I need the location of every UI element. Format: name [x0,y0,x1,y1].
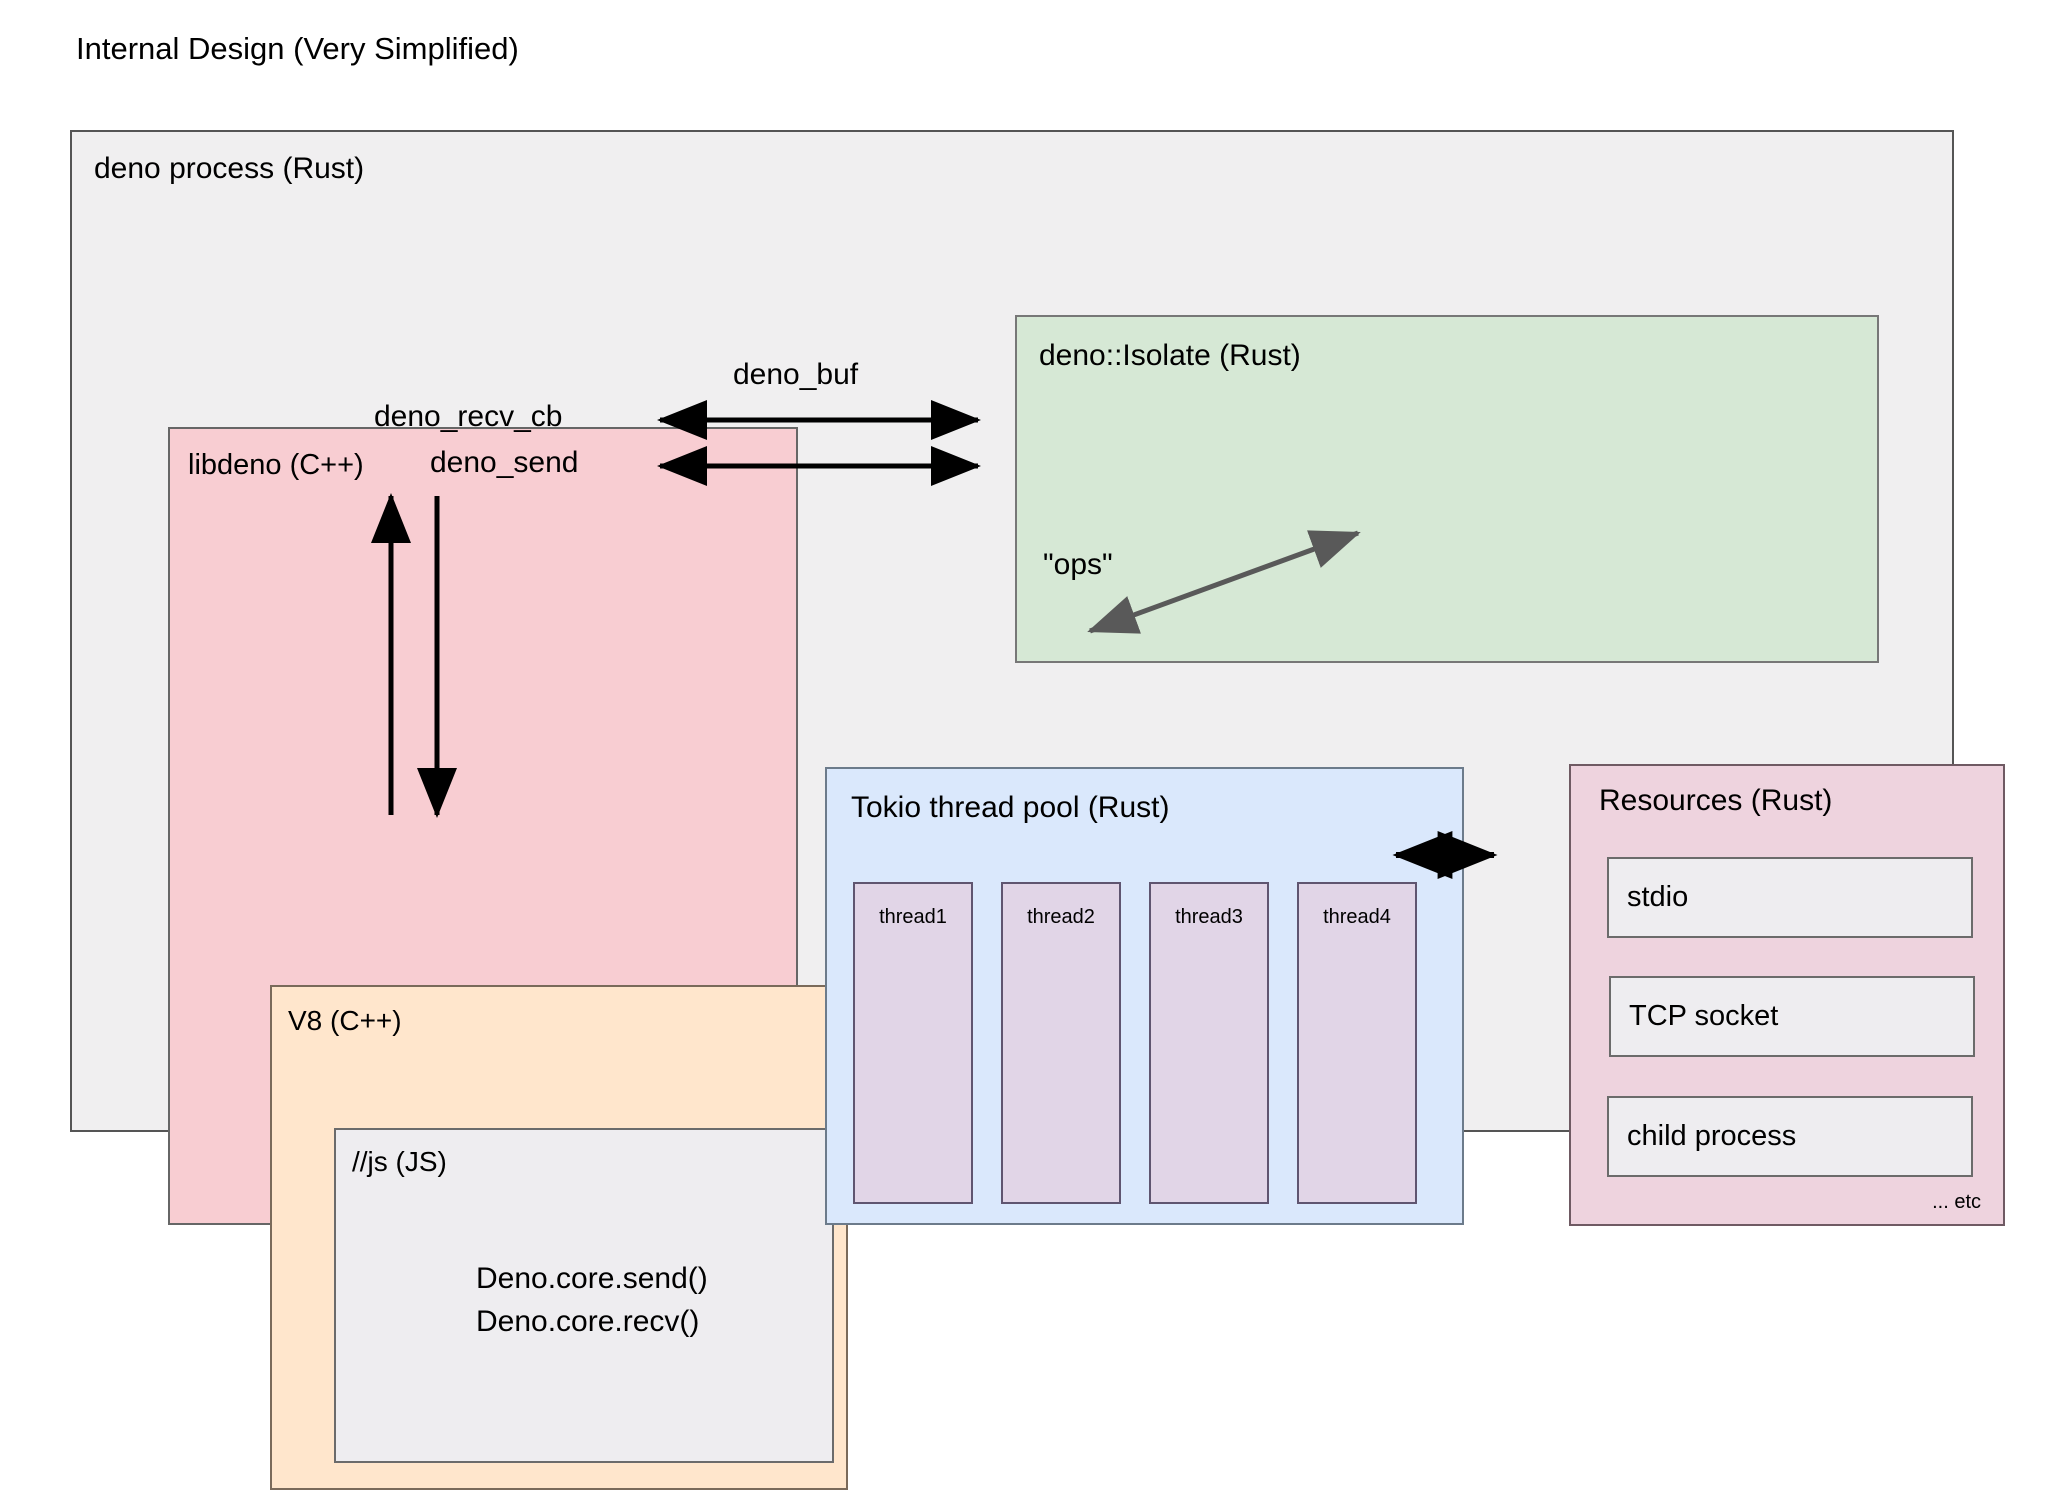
thread-label: thread3 [1175,906,1243,928]
resource-item: stdio [1607,857,1973,938]
thread-box: thread1 [853,882,973,1204]
resources-label: Resources (Rust) [1599,784,1833,817]
thread-box: thread2 [1001,882,1121,1204]
edge-label-deno-recv-cb: deno_recv_cb [374,400,563,433]
libdeno-box: libdeno (C++) V8 (C++) //js (JS) Deno.co… [168,427,848,1490]
deno-process-container: deno process (Rust) libdeno (C++) V8 (C+… [70,130,2005,1490]
resource-label: stdio [1627,881,1689,913]
edge-label-ops: "ops" [1043,548,1113,581]
v8-label: V8 (C++) [288,1005,402,1036]
tokio-thread-pool-label: Tokio thread pool (Rust) [851,791,1170,824]
js-label: //js (JS) [352,1146,447,1177]
deno-core-calls-text: Deno.core.send() Deno.core.recv() [476,1262,708,1338]
libdeno-label: libdeno (C++) [188,449,364,481]
js-box: //js (JS) Deno.core.send() Deno.core.rec… [334,1128,834,1463]
tokio-thread-pool-box: Tokio thread pool (Rust) thread1 thread2… [825,767,1464,1225]
edge-label-deno-send: deno_send [430,446,579,479]
resource-item: child process [1607,1096,1973,1177]
resource-label: child process [1627,1120,1797,1152]
diagram-canvas: Internal Design (Very Simplified) deno p… [70,31,2005,1490]
resources-box: Resources (Rust) stdio TCP socket child … [1569,764,2005,1226]
deno-process-label: deno process (Rust) [94,152,365,185]
thread-label: thread4 [1323,906,1391,928]
page-title: Internal Design (Very Simplified) [76,31,519,66]
resources-etc-label: ... etc [1932,1191,1981,1213]
thread-label: thread2 [1027,906,1095,928]
deno-isolate-box: deno::Isolate (Rust) [1015,315,1879,663]
thread-box: thread3 [1149,882,1269,1204]
v8-box: V8 (C++) //js (JS) Deno.core.send() Deno… [270,985,848,1490]
deno-isolate-label: deno::Isolate (Rust) [1039,339,1301,372]
resource-label: TCP socket [1629,1000,1779,1032]
thread-box: thread4 [1297,882,1417,1204]
resource-item: TCP socket [1609,976,1975,1057]
thread-label: thread1 [879,906,947,928]
edge-label-deno-buf: deno_buf [733,358,859,391]
